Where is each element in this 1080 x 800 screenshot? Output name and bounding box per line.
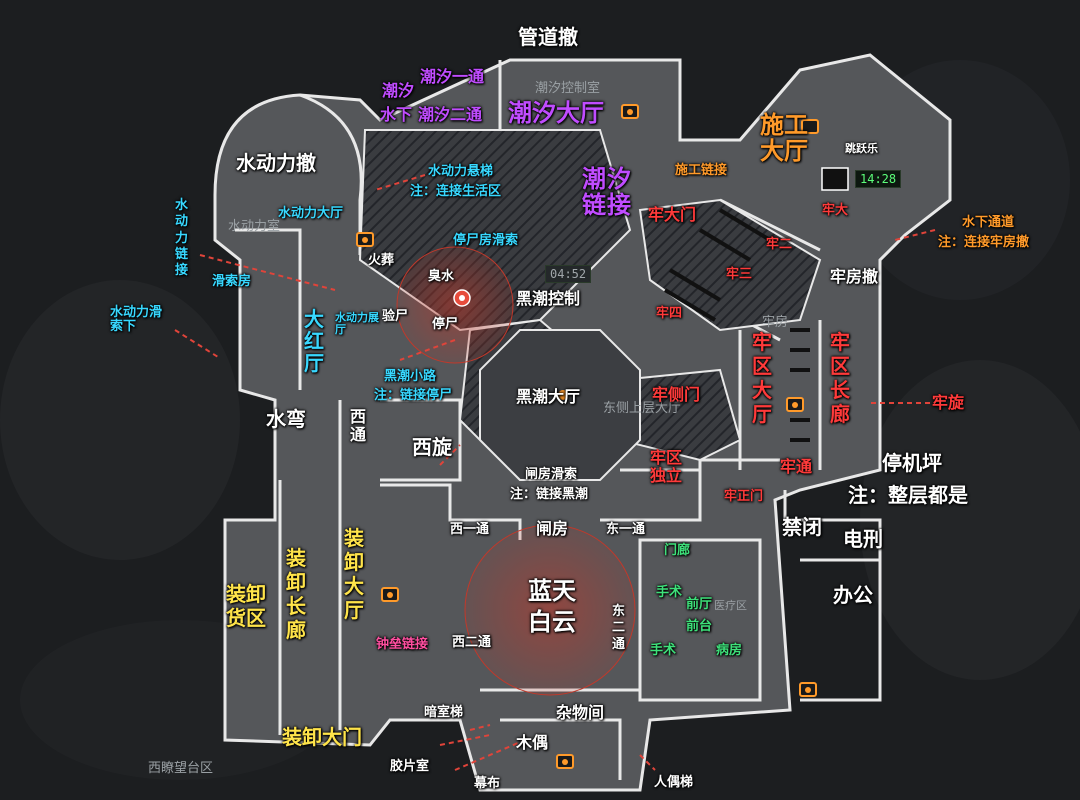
label-chaoxi-yitong: 潮汐一通 xyxy=(420,67,485,86)
label-anshiti: 暗室梯 xyxy=(424,705,464,720)
label-heichao-xiaolu: 黑潮小路 xyxy=(384,369,437,384)
label-shuidongli-lianjie: 水动力链接 xyxy=(175,198,189,278)
label-muou: 木偶 xyxy=(516,733,549,752)
clock-display-2: 04:52 xyxy=(545,265,592,283)
label-shuidongli-dating: 水动力大厅 xyxy=(278,206,344,221)
label-laotong: 牢通 xyxy=(780,457,813,476)
label-xitong: 西通 xyxy=(350,407,367,444)
amber-dot-icons xyxy=(362,109,811,765)
label-zawujian: 杂物间 xyxy=(556,703,605,722)
label-chaoxi-kongzhishi: 潮汐控制室 xyxy=(535,81,601,96)
label-lantian-baiyun: 蓝天白云 xyxy=(528,577,576,637)
label-yizhen: 医疗区 xyxy=(714,599,747,612)
label-note-laofang: 注：连接牢房撤 xyxy=(938,235,1030,250)
label-menlang: 门廊 xyxy=(664,543,691,558)
label-note-shenghuoqu: 注：连接生活区 xyxy=(410,184,502,199)
label-chaoxi: 潮汐 xyxy=(382,81,415,100)
label-tingjiping: 停机坪 xyxy=(882,451,942,475)
label-mubu: 幕布 xyxy=(474,776,501,791)
label-chaoxi-dating: 潮汐大厅 xyxy=(508,99,604,127)
label-tingshi: 停尸 xyxy=(432,317,459,332)
map-pin-icon xyxy=(453,289,471,307)
label-dahongting: 大红厅 xyxy=(304,307,324,375)
label-huozang: 火葬 xyxy=(368,253,395,268)
label-shuidongli-huasuoxia: 水动力滑索下 xyxy=(110,305,163,335)
label-laoqu-changlang: 牢区长廊 xyxy=(830,330,850,426)
label-zhuangxie-changlang: 装卸长廊 xyxy=(286,546,306,642)
label-dongyitong: 东一通 xyxy=(606,522,646,537)
label-xiyitong: 西一通 xyxy=(450,522,490,537)
label-zhafang: 闸房 xyxy=(536,519,569,538)
label-laoxuan: 牢旋 xyxy=(932,393,965,412)
label-dianxing: 电刑 xyxy=(843,527,883,551)
label-shuiwan: 水弯 xyxy=(266,407,306,431)
label-note-zhengceng: 注：整层都是 xyxy=(848,483,968,507)
label-note-tingshi: 注：链接停尸 xyxy=(374,388,453,403)
label-laodamen: 牢大门 xyxy=(648,205,697,224)
label-dongertong: 东二通 xyxy=(612,604,626,652)
label-tiaoyuele: 跳跃乐 xyxy=(845,142,878,155)
label-renouti: 人偶梯 xyxy=(654,775,694,790)
label-shuidongli-xuanti: 水动力悬梯 xyxy=(428,164,494,179)
label-shoushu-2: 手术 xyxy=(650,643,677,658)
label-laoer: 牢二 xyxy=(766,237,793,252)
label-zhuangxie-dating: 装卸大厅 xyxy=(344,526,364,622)
label-shoushu: 手术 xyxy=(656,585,683,600)
label-shuixia-tongdao: 水下通道 xyxy=(962,215,1015,230)
label-guandao: 管道撤 xyxy=(518,25,578,49)
label-chaoxi-ertong: 潮汐二通 xyxy=(418,105,483,124)
label-qianting: 前厅 xyxy=(686,597,713,612)
label-zhonglei-lianjie: 钟垒链接 xyxy=(376,637,429,652)
label-yanshi: 验尸 xyxy=(382,309,409,324)
label-bingfang: 病房 xyxy=(716,643,743,658)
label-xiertong: 西二通 xyxy=(452,635,492,650)
label-laosi: 牢四 xyxy=(656,306,683,321)
label-laosan: 牢三 xyxy=(726,267,753,282)
label-shuidongli-shi: 水动力室 xyxy=(228,219,281,234)
label-zhuangxie-damen: 装卸大门 xyxy=(282,725,362,749)
label-jinbi: 禁闭 xyxy=(782,515,822,539)
label-heichao-dating: 黑潮大厅 xyxy=(516,387,581,406)
label-shigong-lianjie: 施工链接 xyxy=(675,163,728,178)
label-laozhengmen: 牢正门 xyxy=(724,489,764,504)
danger-zone-mortuary xyxy=(396,246,514,364)
label-laoqu-dating: 牢区大厅 xyxy=(752,330,772,426)
label-laofang-che: 牢房撤 xyxy=(830,267,879,286)
label-bangong: 办公 xyxy=(833,583,873,607)
label-choushui: 臭水 xyxy=(428,269,455,284)
label-dongce-dating: 东侧上层大厅 xyxy=(603,401,682,416)
clock-display-1: 14:28 xyxy=(855,170,902,188)
exit-icon xyxy=(821,167,849,191)
label-heichao-kongzhi: 黑潮控制 xyxy=(516,289,581,308)
label-zhafang-huasuo: 闸房滑索 xyxy=(525,467,578,482)
label-chaoxi-lianjie: 潮汐链接 xyxy=(582,165,632,220)
label-tingshi-huasuo: 停尸房滑索 xyxy=(453,233,519,248)
label-shuidongli-zhanting: 水动力展厅 xyxy=(335,311,379,337)
label-huasuofang: 滑索房 xyxy=(212,274,252,289)
label-laofang: 牢房 xyxy=(762,315,789,330)
label-shigong-dating: 施工大厅 xyxy=(760,111,808,166)
label-xixuan: 西旋 xyxy=(412,435,452,459)
danger-zone-bluesky xyxy=(464,524,636,696)
label-laoqu-duli: 牢区独立 xyxy=(650,448,683,485)
label-jiaopianshi: 胶片室 xyxy=(390,759,430,774)
label-xiliao-wangtaiqu: 西瞭望台区 xyxy=(148,761,214,776)
label-laocemen: 牢侧门 xyxy=(652,385,701,404)
label-note-heichao: 注：链接黑潮 xyxy=(510,487,589,502)
octagon-hall xyxy=(479,329,641,481)
label-qiantai: 前台 xyxy=(686,619,713,634)
label-shuidongli-che: 水动力撤 xyxy=(236,151,316,175)
label-shuixia: 水下 xyxy=(380,105,413,124)
label-zhuangxie-huoqu: 装卸货区 xyxy=(226,582,266,630)
label-laoda: 牢大 xyxy=(822,203,849,218)
